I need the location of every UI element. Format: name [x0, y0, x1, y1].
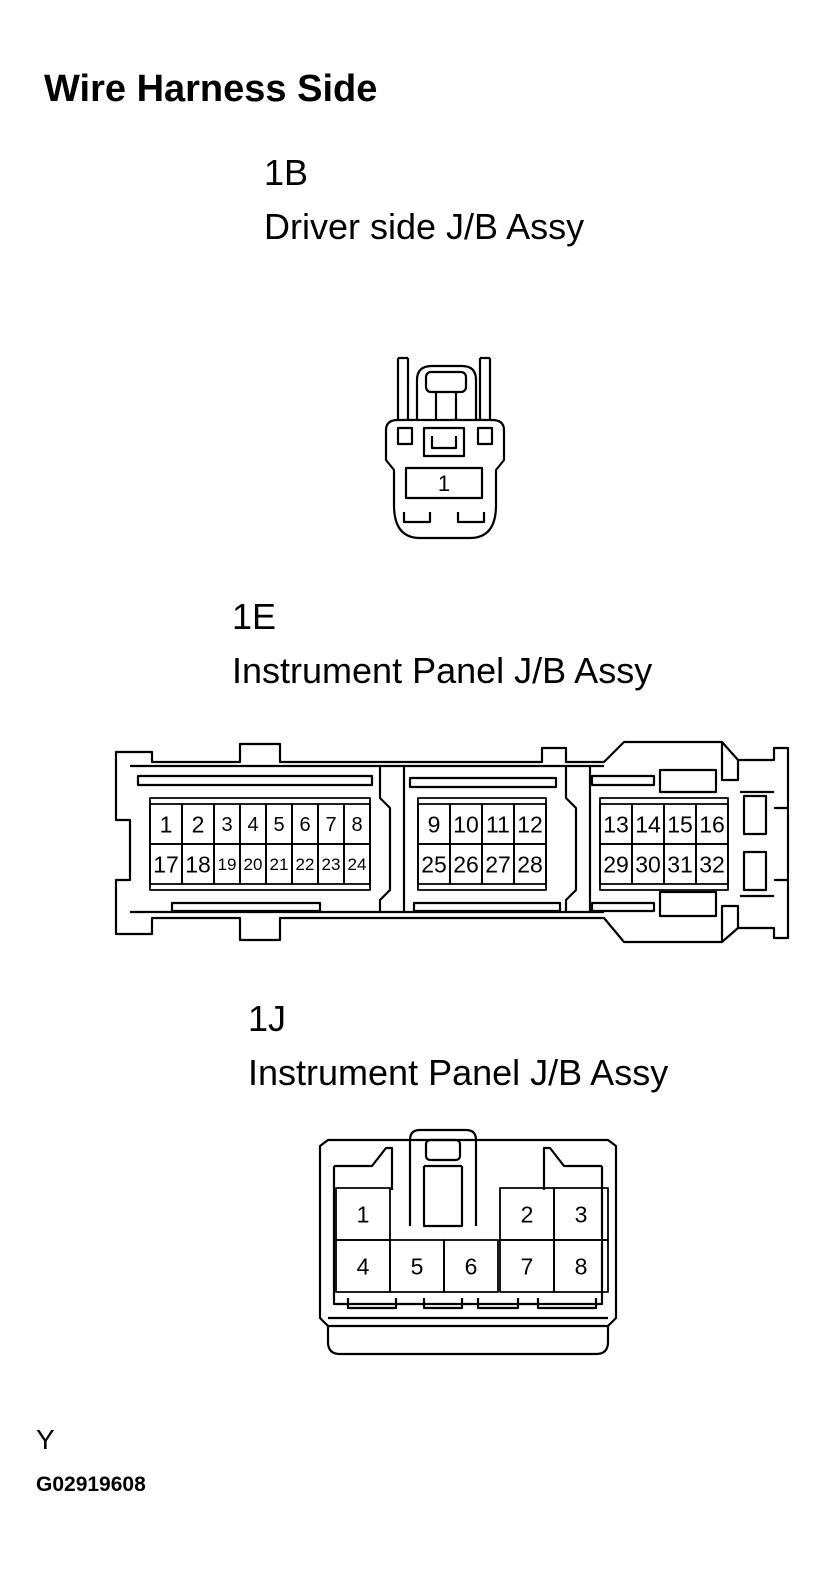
- pin-number: 3: [221, 814, 232, 836]
- pin-number: 20: [244, 855, 263, 874]
- connector-1j-name: Instrument Panel J/B Assy: [248, 1052, 669, 1093]
- pin-number: 4: [357, 1253, 370, 1279]
- pin-number: 25: [421, 851, 447, 877]
- pin-number: 3: [575, 1201, 588, 1227]
- figure-id: G02919608: [36, 1473, 146, 1496]
- pin-cell: [553, 1239, 609, 1293]
- connector-1e: 1172183194205216227238249251026112712281…: [114, 740, 790, 944]
- connector-1j-code: 1J: [248, 998, 287, 1039]
- pin-number: 23: [322, 855, 341, 874]
- pin-number: 4: [247, 814, 258, 836]
- page-title: Wire Harness Side: [44, 68, 378, 110]
- connector-1j: 1 2 3 4 5 6 7 8: [318, 1128, 618, 1356]
- pin-number: 1: [160, 811, 173, 837]
- pin-number: 5: [411, 1253, 424, 1279]
- pin-number: 1: [438, 471, 450, 496]
- pin-number: 18: [185, 851, 211, 877]
- pin-block: [417, 797, 547, 891]
- pin-number: 12: [517, 811, 543, 837]
- connector-1b-name: Driver side J/B Assy: [264, 206, 585, 247]
- pin-number: 17: [153, 851, 179, 877]
- pin-number: 1: [357, 1201, 370, 1227]
- pin-number: 2: [521, 1201, 534, 1227]
- pin-number: 10: [453, 811, 479, 837]
- pin-number: 8: [575, 1253, 588, 1279]
- pin-number: 5: [273, 814, 284, 836]
- pin-number: 32: [699, 851, 725, 877]
- footer-mark: Y: [36, 1424, 55, 1455]
- connector-1e-name: Instrument Panel J/B Assy: [232, 650, 653, 691]
- pin-number: 16: [699, 811, 725, 837]
- pin-number: 29: [603, 851, 629, 877]
- pin-number: 7: [521, 1253, 534, 1279]
- pin-number: 8: [351, 814, 362, 836]
- connector-1e-code: 1E: [232, 596, 277, 637]
- pin-number: 7: [325, 814, 336, 836]
- pin-number: 28: [517, 851, 543, 877]
- connector-1b-code: 1B: [264, 152, 309, 193]
- pin-number: 27: [485, 851, 511, 877]
- pin-number: 22: [296, 855, 315, 874]
- pin-number: 24: [348, 855, 367, 874]
- pin-number: 13: [603, 811, 629, 837]
- pin-number: 26: [453, 851, 479, 877]
- pin-block: [149, 797, 371, 891]
- pin-block: [599, 797, 729, 891]
- pin-number: 6: [299, 814, 310, 836]
- pin-number: 15: [667, 811, 693, 837]
- pin-number: 6: [465, 1253, 478, 1279]
- pin-number: 31: [667, 851, 693, 877]
- pin-number: 30: [635, 851, 661, 877]
- pin-cell: [443, 1239, 499, 1293]
- pin-number: 14: [635, 811, 661, 837]
- pin-number: 11: [486, 811, 510, 837]
- connector-1b: 1: [384, 356, 506, 540]
- pin-number: 2: [192, 811, 205, 837]
- pin-number: 19: [218, 855, 237, 874]
- pin-number: 9: [428, 811, 441, 837]
- pin-number: 21: [270, 855, 289, 874]
